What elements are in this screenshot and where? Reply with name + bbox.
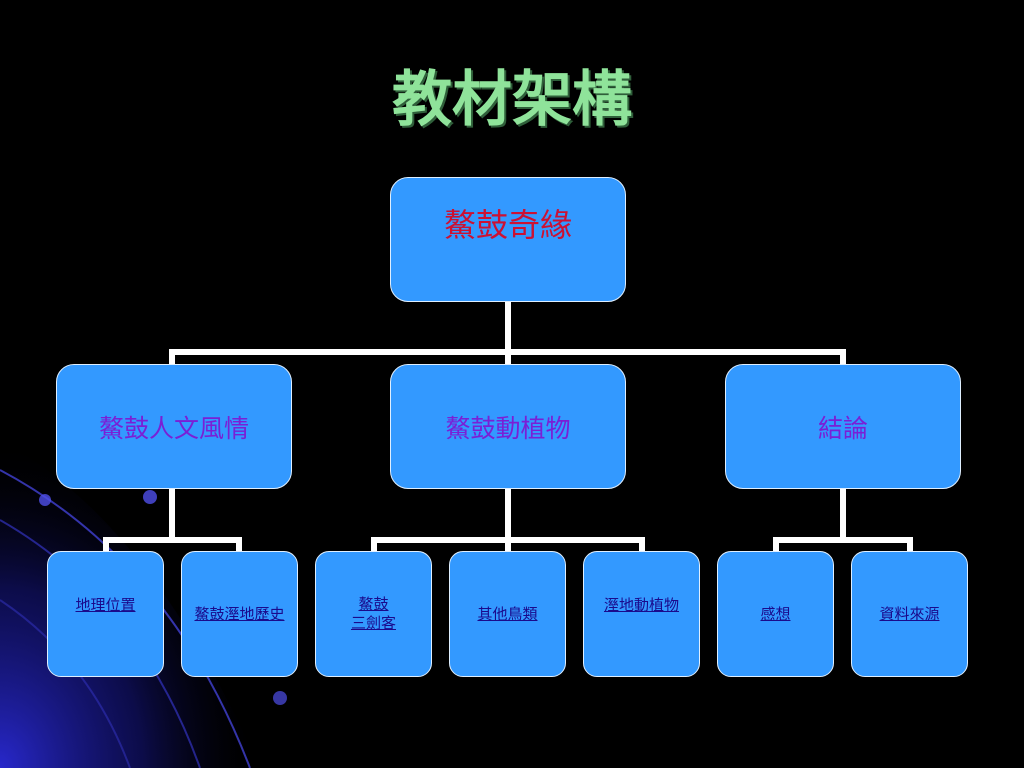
page-title: 教材架構 [392, 65, 632, 135]
branch-node-culture: 鰲鼓人文風情 [56, 364, 292, 489]
branch-node-label: 結論 [817, 413, 868, 443]
root-node: 鰲鼓奇緣 [390, 177, 626, 302]
leaf-link-three-swordsmen-line1[interactable]: 鰲鼓 [358, 595, 389, 613]
branch-node-label: 鰲鼓人文風情 [98, 413, 249, 443]
root-node-label: 鰲鼓奇緣 [443, 206, 572, 244]
leaf-node-location: 地理位置 [47, 551, 164, 677]
leaf-node-other-birds: 其他鳥類 [449, 551, 566, 677]
branch-node-flora-fauna: 鰲鼓動植物 [390, 364, 626, 489]
leaf-link-wetland-history[interactable]: 鰲鼓溼地歷史 [194, 604, 285, 623]
leaf-link-location[interactable]: 地理位置 [75, 596, 136, 614]
leaf-link-wetland-species[interactable]: 溼地動植物 [603, 596, 679, 614]
branch-node-label: 鰲鼓動植物 [445, 413, 571, 443]
leaf-link-three-swordsmen-line2[interactable]: 三劍客 [350, 614, 396, 632]
branch-node-conclusion: 結論 [725, 364, 961, 489]
leaf-node-reflections: 感想 [717, 551, 834, 677]
leaf-link-reflections[interactable]: 感想 [760, 604, 791, 623]
leaf-node-three-swordsmen: 鰲鼓 三劍客 [315, 551, 432, 677]
leaf-node-references: 資料來源 [851, 551, 968, 677]
leaf-node-wetland-history: 鰲鼓溼地歷史 [181, 551, 298, 677]
leaf-link-references[interactable]: 資料來源 [879, 604, 940, 623]
leaf-link-other-birds[interactable]: 其他鳥類 [477, 604, 538, 623]
leaf-node-wetland-species: 溼地動植物 [583, 551, 700, 677]
